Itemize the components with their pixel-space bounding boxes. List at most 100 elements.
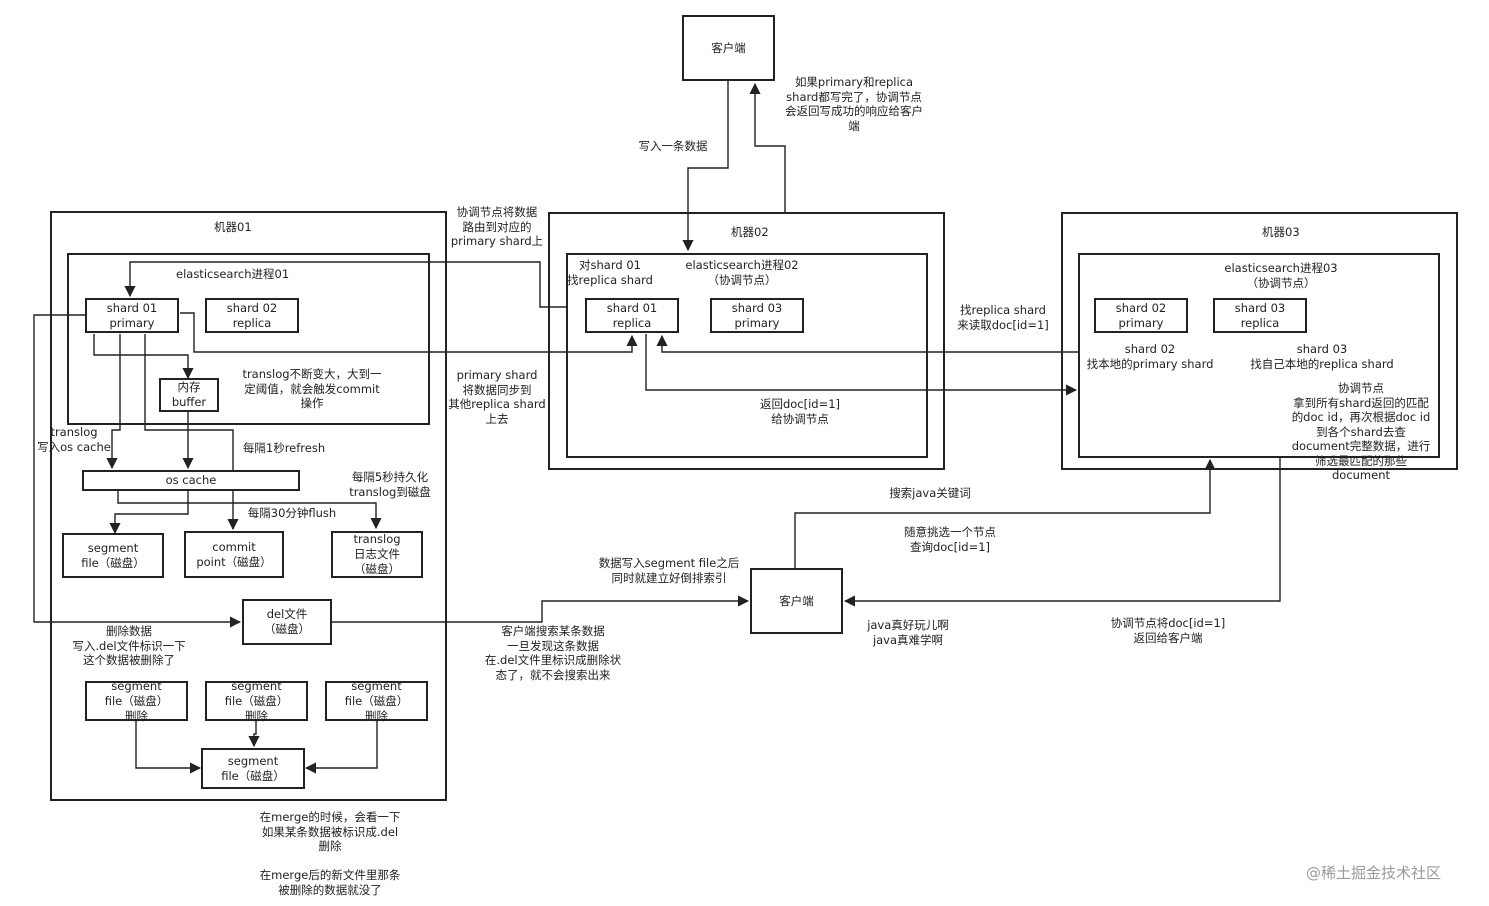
m3-shard03-line1: shard 03 xyxy=(1234,300,1286,315)
m3-shard02-line2: primary xyxy=(1118,315,1164,330)
label-write-done-line4: 端 xyxy=(848,118,860,133)
m1-shard01-line2: primary xyxy=(109,315,155,330)
m2-find-replica-line2: 找replica shard xyxy=(567,272,653,287)
label-route-primary-line1: 协调节点将数据 xyxy=(456,205,538,219)
client-top-label: 客户端 xyxy=(711,40,746,55)
arrow-translog-oscache xyxy=(106,334,121,470)
label-pick-node-line2: 查询doc[id=1] xyxy=(909,539,991,554)
m1-merge-b-line2: file（磁盘） xyxy=(224,693,289,708)
m3-coordinator-note: 协调节点 拿到所有shard返回的匹配 的doc id，再次根据doc id 到… xyxy=(1280,381,1442,483)
m1-segment-file[interactable]: segment file（磁盘） xyxy=(62,533,164,578)
m1-shard02-replica[interactable]: shard 02 replica xyxy=(205,298,299,333)
m1-merge-c-line2: file（磁盘） xyxy=(344,693,409,708)
label-merge-line6: 被删除的数据就没了 xyxy=(278,882,382,897)
m1-merge-segment-a[interactable]: segment file（磁盘） 删除 xyxy=(85,679,188,723)
label-translog-commit-line3: 操作 xyxy=(300,396,324,410)
machine02-container xyxy=(548,212,945,470)
m3-coordinator-line3: 的doc id，再次根据doc id xyxy=(1291,410,1431,424)
label-search-deleted: 客户端搜索某条数据 一旦发现这条数据 在.del文件里标识成删除状 态了，就不会… xyxy=(474,624,632,682)
label-sync-replica-line3: 其他replica shard xyxy=(448,397,546,411)
label-delete-line2: 写入.del文件标识一下 xyxy=(72,638,186,653)
m2-process-line1: elasticsearch进程02 xyxy=(685,258,799,272)
m1-merge-c-line3: 删除 xyxy=(365,708,388,723)
m1-segment-line1: segment xyxy=(87,540,139,555)
m3-coordinator-line1: 协调节点 xyxy=(1338,381,1384,395)
label-translog-os-line1: translog xyxy=(50,425,98,439)
label-return-doc: 返回doc[id=1] 给协调节点 xyxy=(748,397,852,426)
m2-shard03-primary[interactable]: shard 03 primary xyxy=(710,298,804,333)
client-bottom[interactable]: 客户端 xyxy=(750,568,843,634)
client-bottom-label: 客户端 xyxy=(779,593,814,608)
m1-commit-line1: commit xyxy=(212,539,256,554)
m2-shard01-line1: shard 01 xyxy=(606,300,658,315)
label-pick-node: 随意挑选一个节点 查询doc[id=1] xyxy=(894,525,1006,554)
arrow-return-doc xyxy=(645,334,1078,396)
label-refresh: 每隔1秒refresh xyxy=(236,441,332,456)
m1-commit-line2: point（磁盘） xyxy=(196,554,272,569)
m1-memory-buffer[interactable]: 内存 buffer xyxy=(159,378,219,412)
m1-translog-line1: translog xyxy=(353,532,401,546)
label-write-done-line2: shard都写完了，协调节点 xyxy=(786,89,922,104)
m2-shard01-line2: replica xyxy=(612,315,652,330)
label-persist-line1: 每隔5秒持久化 xyxy=(351,470,429,484)
label-translog-commit: translog不断变大，大到一 定阈值，就会触发commit 操作 xyxy=(234,367,390,411)
machine03-container xyxy=(1061,212,1458,470)
client-top[interactable]: 客户端 xyxy=(682,15,775,81)
m2-shard01-replica[interactable]: shard 01 replica xyxy=(585,298,679,333)
m3-local-replica-line2: 找自己本地的replica shard xyxy=(1250,356,1394,371)
m1-merge-segment-c[interactable]: segment file（磁盘） 删除 xyxy=(325,678,428,723)
label-find-replica-read-line2: 来读取doc[id=1] xyxy=(957,317,1049,332)
label-search-deleted-line2: 一旦发现这条数据 xyxy=(507,638,599,653)
label-delete-line3: 这个数据被删除了 xyxy=(83,653,175,667)
label-write-done-line1: 如果primary和replica xyxy=(794,75,914,89)
label-merge-line5: 在merge后的新文件里那条 xyxy=(259,868,401,882)
m1-translog-file[interactable]: translog 日志文件 （磁盘） xyxy=(331,531,423,578)
m1-buffer-line2: buffer xyxy=(171,395,207,409)
m1-merge-result[interactable]: segment file（磁盘） xyxy=(201,748,305,789)
m1-del-file[interactable]: del文件 （磁盘） xyxy=(242,599,332,645)
m1-commit-point[interactable]: commit point（磁盘） xyxy=(184,531,284,578)
machine01-title: 机器01 xyxy=(214,220,252,234)
m3-shard02-primary[interactable]: shard 02 primary xyxy=(1094,298,1188,333)
label-refresh-line1: 每隔1秒refresh xyxy=(242,441,326,455)
label-return-doc-line2: 给协调节点 xyxy=(771,411,829,426)
m3-coordinator-line2: 拿到所有shard返回的匹配 xyxy=(1293,395,1429,410)
m3-process-line2: （协调节点） xyxy=(1246,275,1316,290)
m1-merge-segment-b[interactable]: segment file（磁盘） 删除 xyxy=(205,679,308,723)
machine01-container xyxy=(50,211,447,801)
arrow-write-to-coordinator xyxy=(682,80,729,252)
label-pick-node-line1: 随意挑选一个节点 xyxy=(904,525,996,539)
arrow-delete-del-file xyxy=(33,314,242,628)
label-write-one: 写入一条数据 xyxy=(628,139,718,154)
label-return-client-line1: 协调节点将doc[id=1] xyxy=(1110,616,1226,630)
label-java-fun-line2: java真难学啊 xyxy=(872,632,944,647)
label-search-keyword-line1: 搜索java关键词 xyxy=(889,486,971,500)
machine03-process xyxy=(1078,253,1440,458)
label-translog-commit-line1: translog不断变大，大到一 xyxy=(242,367,382,381)
label-delete: 删除数据 写入.del文件标识一下 这个数据被删除了 xyxy=(63,624,195,668)
label-translog-os: translog 写入os cache xyxy=(33,425,115,454)
label-segment-index: 数据写入segment file之后 同时就建立好倒排索引 xyxy=(588,556,750,585)
watermark: @稀土掘金技术社区 xyxy=(1306,864,1442,882)
m1-del-line1: del文件 xyxy=(266,607,308,621)
m1-translog-line2: 日志文件 xyxy=(354,547,400,561)
m3-coordinator-line7: document xyxy=(1331,468,1391,482)
m3-shard03-replica[interactable]: shard 03 replica xyxy=(1213,298,1307,333)
label-route-primary-line3: primary shard上 xyxy=(450,234,544,248)
label-java-fun-line1: java真好玩儿啊 xyxy=(867,618,949,632)
m1-shard01-line1: shard 01 xyxy=(106,300,158,315)
label-flush: 每隔30分钟flush xyxy=(242,506,342,521)
label-write-done-line3: 会返回写成功的响应给客户 xyxy=(785,104,923,118)
m1-os-cache[interactable]: os cache xyxy=(82,470,300,491)
m2-process-line2: （协调节点） xyxy=(707,272,777,287)
m1-shard01-primary[interactable]: shard 01 primary xyxy=(85,298,179,333)
m3-shard03-line2: replica xyxy=(1240,315,1280,330)
label-sync-replica-line2: 将数据同步到 xyxy=(462,382,532,397)
arrow-return-client xyxy=(843,458,1281,607)
label-find-replica-read: 找replica shard 来读取doc[id=1] xyxy=(950,303,1056,332)
m3-process-line1: elasticsearch进程03 xyxy=(1224,261,1338,275)
m1-merge-c-line1: segment xyxy=(351,678,402,693)
machine02-process xyxy=(566,253,928,458)
m3-coordinator-line4: 到各个shard去查 xyxy=(1316,424,1406,439)
label-segment-index-line1: 数据写入segment file之后 xyxy=(598,556,740,570)
